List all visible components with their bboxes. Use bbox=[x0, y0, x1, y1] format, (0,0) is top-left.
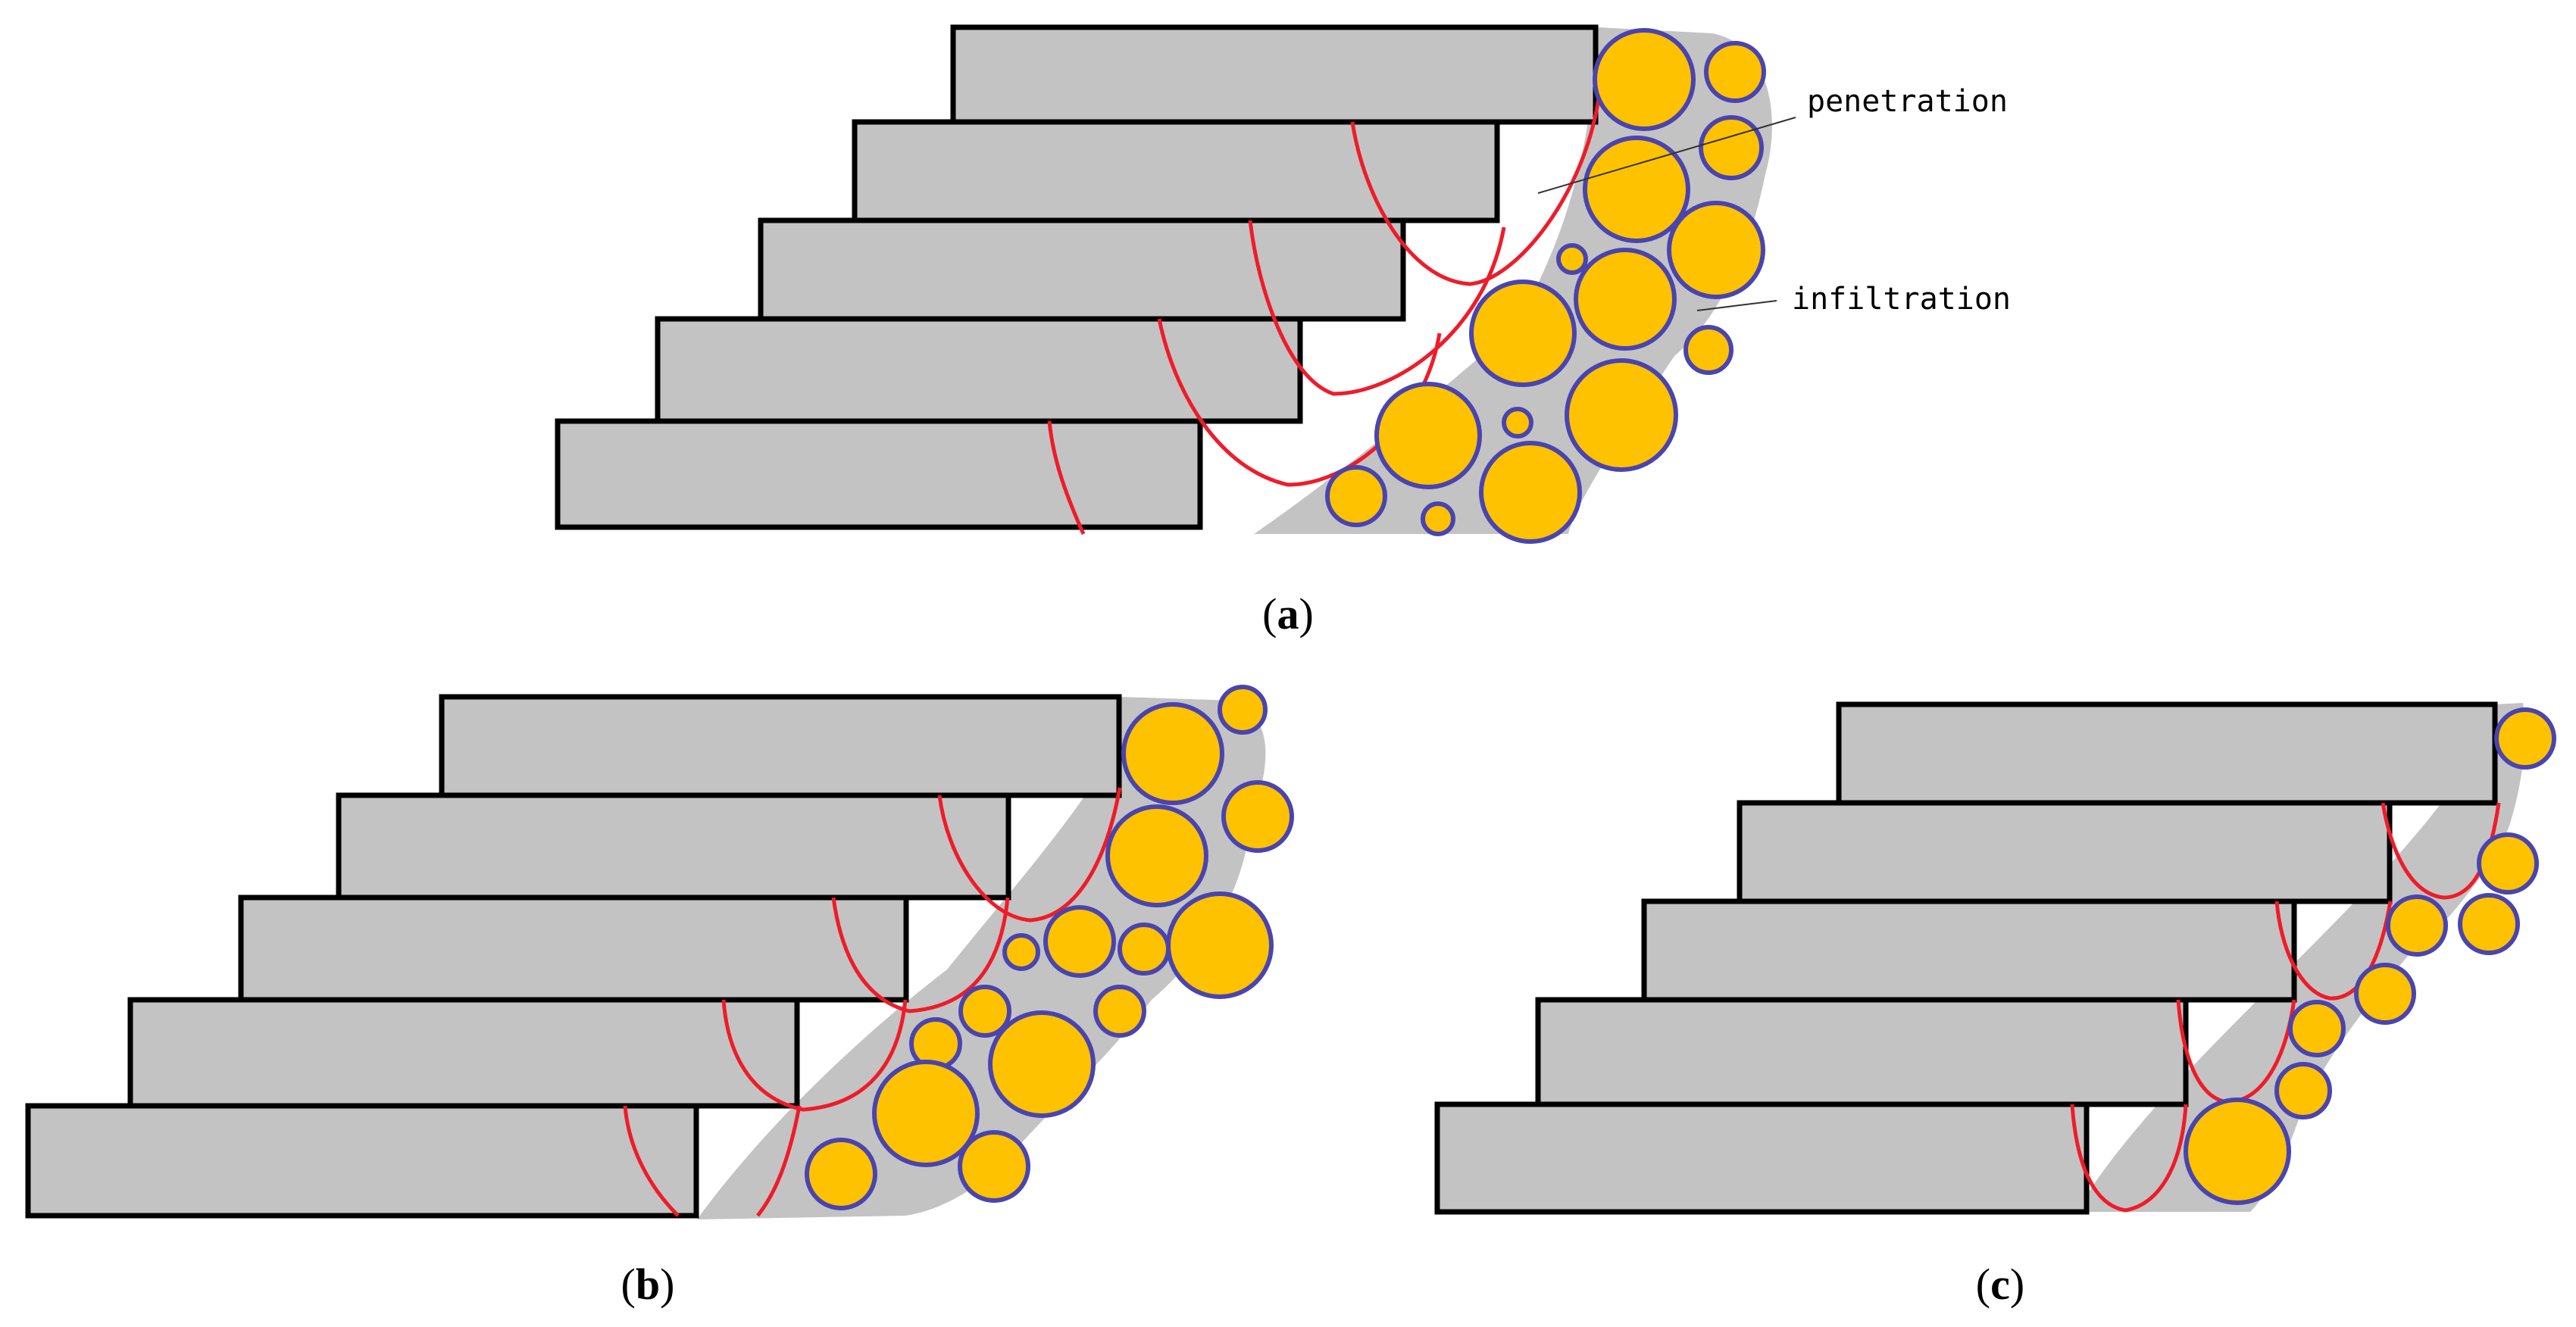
block bbox=[1737, 800, 2393, 904]
aggregate-particle bbox=[1699, 115, 1764, 180]
block bbox=[852, 119, 1500, 223]
caption-a: (a) bbox=[1262, 589, 1314, 639]
aggregate-particle bbox=[958, 985, 1011, 1038]
infiltration-arc bbox=[756, 1105, 802, 1217]
infiltration-arc bbox=[1248, 220, 1506, 396]
panel-b: (b) bbox=[25, 685, 1294, 1309]
block bbox=[25, 1103, 699, 1219]
caption-b-letter: b bbox=[636, 1260, 660, 1309]
aggregate-particle bbox=[2184, 1098, 2291, 1205]
aggregate-particle bbox=[1556, 243, 1588, 275]
aggregate-particle bbox=[1218, 685, 1268, 735]
infiltration-arc bbox=[2274, 901, 2393, 1001]
panel-c: (c) bbox=[1434, 701, 2556, 1309]
aggregate-particle bbox=[958, 1130, 1030, 1203]
aggregate-particle bbox=[2477, 832, 2539, 895]
block bbox=[336, 792, 1011, 901]
block bbox=[950, 24, 1599, 125]
aggregate-particle bbox=[1479, 441, 1582, 544]
caption-b: (b) bbox=[621, 1260, 675, 1309]
panel-a: penetration infiltration (a) bbox=[555, 24, 2011, 639]
caption-c: (c) bbox=[1976, 1260, 2024, 1309]
aggregate-particle bbox=[1374, 382, 1482, 489]
block bbox=[127, 997, 800, 1109]
aggregate-particle bbox=[1325, 465, 1387, 527]
block bbox=[1641, 898, 2297, 1003]
infiltration-arc bbox=[623, 1105, 680, 1217]
aggregate-particle bbox=[1221, 780, 1294, 853]
block bbox=[1535, 997, 2189, 1107]
particles-c bbox=[2184, 707, 2556, 1205]
aggregate-particle bbox=[2288, 1000, 2346, 1057]
infiltration-arc bbox=[937, 787, 1122, 923]
caption-c-letter: c bbox=[1990, 1260, 2010, 1309]
aggregate-particle bbox=[2354, 963, 2416, 1025]
particles-a bbox=[1325, 28, 1766, 544]
infiltration-arc bbox=[1047, 420, 1086, 535]
blocks-c bbox=[1434, 701, 2498, 1215]
aggregate-particle bbox=[2386, 895, 2448, 957]
aggregate-particle bbox=[1593, 28, 1696, 131]
aggregate-particle bbox=[1565, 358, 1678, 472]
infiltration-arc bbox=[831, 897, 1010, 1013]
aggregate-particle bbox=[1043, 905, 1116, 978]
infiltration-leader bbox=[1696, 300, 1777, 311]
block bbox=[555, 418, 1203, 530]
aggregate-particle bbox=[2494, 707, 2556, 770]
aggregate-particle bbox=[1583, 136, 1690, 243]
block bbox=[1836, 701, 2498, 806]
penetration-label: penetration bbox=[1807, 84, 2008, 119]
block bbox=[238, 895, 909, 1003]
aggregate-particle bbox=[1469, 279, 1577, 387]
block bbox=[1434, 1101, 2090, 1215]
aggregate-particle bbox=[988, 1010, 1096, 1118]
block bbox=[758, 217, 1406, 322]
aggregate-particle bbox=[1002, 933, 1040, 971]
annotations-a: penetration infiltration bbox=[1537, 84, 2011, 317]
aggregate-particle bbox=[1118, 923, 1171, 976]
aggregate-particle bbox=[805, 1138, 877, 1210]
particles-b bbox=[805, 685, 1294, 1210]
aggregate-particle bbox=[1667, 201, 1765, 299]
infiltration-arc bbox=[2070, 1104, 2188, 1213]
aggregate-particle bbox=[1421, 501, 1455, 536]
aggregate-particle bbox=[872, 1060, 980, 1167]
blocks-b bbox=[25, 694, 1122, 1219]
aggregate-particle bbox=[1704, 41, 1766, 103]
aggregate-particle bbox=[2274, 1062, 2332, 1119]
aggregate-particle bbox=[1105, 804, 1208, 907]
infiltration-arcs-b bbox=[623, 787, 1122, 1217]
penetration-leader bbox=[1537, 117, 1796, 194]
infiltration-arc bbox=[721, 999, 908, 1112]
aggregate-particle bbox=[1093, 985, 1146, 1038]
blocks-a bbox=[555, 24, 1599, 530]
aggregate-particle bbox=[1683, 325, 1733, 375]
caption-a-letter: a bbox=[1277, 589, 1299, 639]
aggregate-particle bbox=[1502, 407, 1533, 439]
block bbox=[655, 316, 1303, 424]
infiltration-label: infiltration bbox=[1792, 282, 2011, 317]
aggregate-particle bbox=[2458, 893, 2520, 955]
aggregate-particle bbox=[1121, 702, 1224, 805]
aggregate-particle bbox=[1166, 891, 1274, 999]
aggregate-particle bbox=[1574, 248, 1677, 351]
block bbox=[439, 694, 1122, 798]
